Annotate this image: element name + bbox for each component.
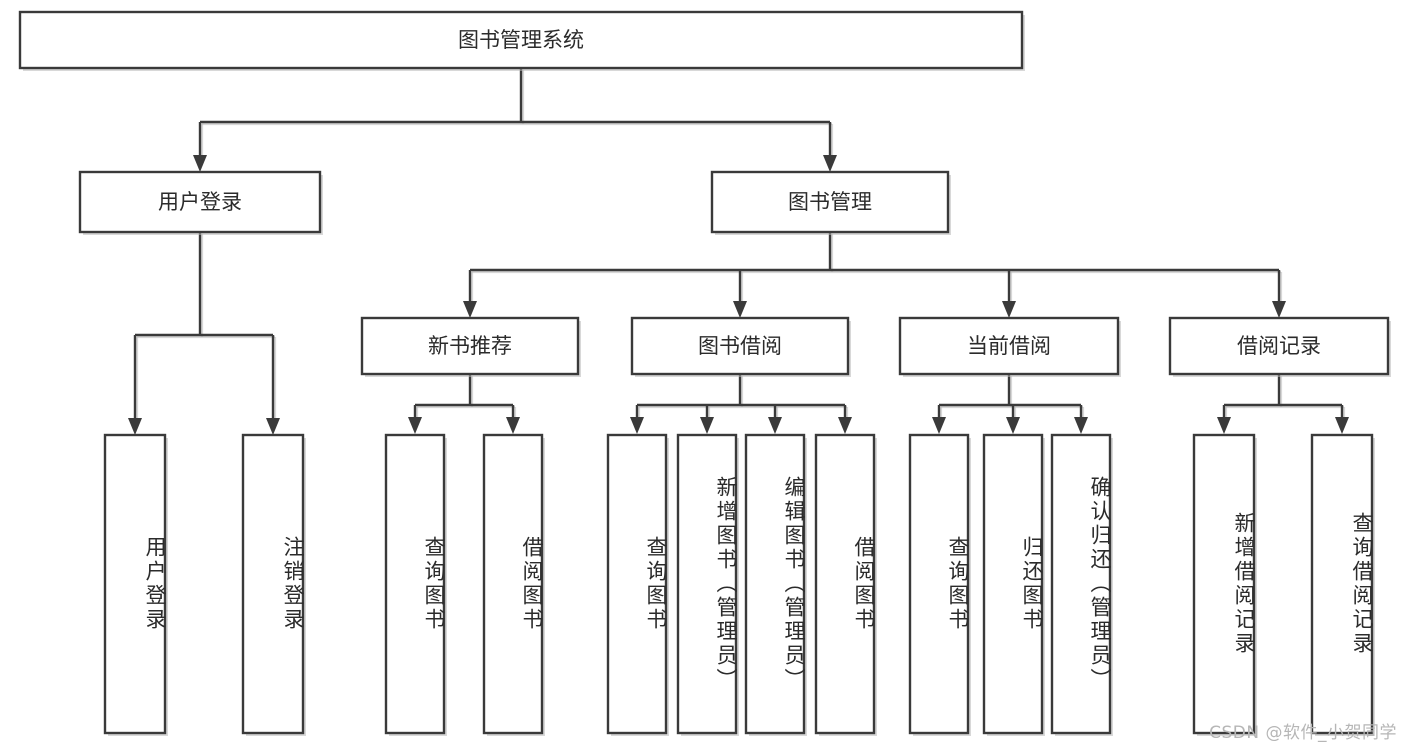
node-book-borrow-rect[interactable] <box>630 316 850 376</box>
user-login-arrow-1 <box>266 418 280 435</box>
book-borrow-arrow-1 <box>700 417 714 434</box>
node-current-borrow-label: 当前借阅 <box>967 334 1051 358</box>
book-borrow-arrow-0 <box>630 417 644 434</box>
node-leaf-query-borrow-record-rect[interactable] <box>1310 433 1374 735</box>
node-leaf-query-book-current-rect[interactable] <box>908 433 970 735</box>
book-borrow-arrow-2 <box>768 417 782 434</box>
node-root-system-rect[interactable] <box>18 10 1024 70</box>
node-leaf-confirm-return[interactable] <box>1050 433 1113 736</box>
new-book-recommend-arrow-1 <box>506 417 520 434</box>
node-root-system[interactable]: 图书管理系统 <box>18 10 1025 71</box>
node-leaf-query-book-recommend-rect[interactable] <box>384 433 446 735</box>
current-borrow-arrow-2 <box>1074 417 1088 434</box>
node-leaf-add-borrow-record-rect[interactable] <box>1192 433 1256 735</box>
node-new-book-recommend-label: 新书推荐 <box>428 334 512 358</box>
node-book-borrow[interactable]: 图书借阅 <box>630 316 851 377</box>
node-leaf-edit-book-rect[interactable] <box>744 433 806 735</box>
node-book-management[interactable]: 图书管理 <box>710 170 951 235</box>
node-current-borrow-rect[interactable] <box>898 316 1120 376</box>
connector-layer <box>128 68 1349 435</box>
node-leaf-add-book-rect[interactable] <box>676 433 738 735</box>
csdn-watermark: CSDN @软件_小贺同学 <box>1209 723 1397 743</box>
new-book-recommend-arrow-0 <box>408 417 422 434</box>
node-book-management-label: 图书管理 <box>788 190 872 214</box>
node-user-login[interactable]: 用户登录 <box>78 170 323 235</box>
node-leaf-return-book[interactable] <box>982 433 1045 736</box>
node-leaf-borrow-book-recommend-rect[interactable] <box>482 433 544 735</box>
user-login-arrow-0 <box>128 418 142 435</box>
root-arrow-1 <box>823 155 837 172</box>
node-leaf-query-book-borrow-rect[interactable] <box>606 433 668 735</box>
node-leaf-add-book[interactable] <box>676 433 739 736</box>
current-borrow-arrow-1 <box>1006 417 1020 434</box>
node-borrow-records-label: 借阅记录 <box>1237 334 1321 358</box>
book-mgmt-arrow-2 <box>1002 301 1016 318</box>
book-mgmt-arrow-3 <box>1272 301 1286 318</box>
node-leaf-edit-book[interactable] <box>744 433 807 736</box>
current-borrow-arrow-0 <box>932 417 946 434</box>
book-borrow-arrow-3 <box>838 417 852 434</box>
node-book-management-rect[interactable] <box>710 170 950 234</box>
node-book-borrow-label: 图书借阅 <box>698 334 782 358</box>
node-current-borrow[interactable]: 当前借阅 <box>898 316 1121 377</box>
book-mgmt-arrow-0 <box>463 301 477 318</box>
node-leaf-user-login-rect[interactable] <box>103 433 167 735</box>
node-leaf-user-logout-rect[interactable] <box>241 433 305 735</box>
node-leaf-confirm-return-rect[interactable] <box>1050 433 1112 735</box>
node-leaf-user-logout[interactable] <box>241 433 306 736</box>
node-leaf-borrow-book-recommend[interactable] <box>482 433 545 736</box>
node-leaf-query-borrow-record[interactable] <box>1310 433 1375 736</box>
node-leaf-return-book-rect[interactable] <box>982 433 1044 735</box>
node-new-book-recommend[interactable]: 新书推荐 <box>360 316 581 377</box>
node-leaf-add-borrow-record[interactable] <box>1192 433 1257 736</box>
node-borrow-records-rect[interactable] <box>1168 316 1390 376</box>
node-new-book-recommend-rect[interactable] <box>360 316 580 376</box>
book-mgmt-arrow-1 <box>733 301 747 318</box>
node-leaf-query-book-current[interactable] <box>908 433 971 736</box>
node-leaf-query-book-borrow[interactable] <box>606 433 669 736</box>
node-leaf-user-login[interactable] <box>103 433 168 736</box>
borrow-records-arrow-0 <box>1217 417 1231 434</box>
borrow-records-arrow-1 <box>1335 417 1349 434</box>
node-leaf-query-book-recommend[interactable] <box>384 433 447 736</box>
node-user-login-label: 用户登录 <box>158 190 242 214</box>
node-leaf-borrow-book[interactable] <box>814 433 877 736</box>
root-arrow-0 <box>193 155 207 172</box>
node-borrow-records[interactable]: 借阅记录 <box>1168 316 1391 377</box>
node-user-login-rect[interactable] <box>78 170 322 234</box>
node-root-system-label: 图书管理系统 <box>458 28 584 52</box>
node-leaf-borrow-book-rect[interactable] <box>814 433 876 735</box>
